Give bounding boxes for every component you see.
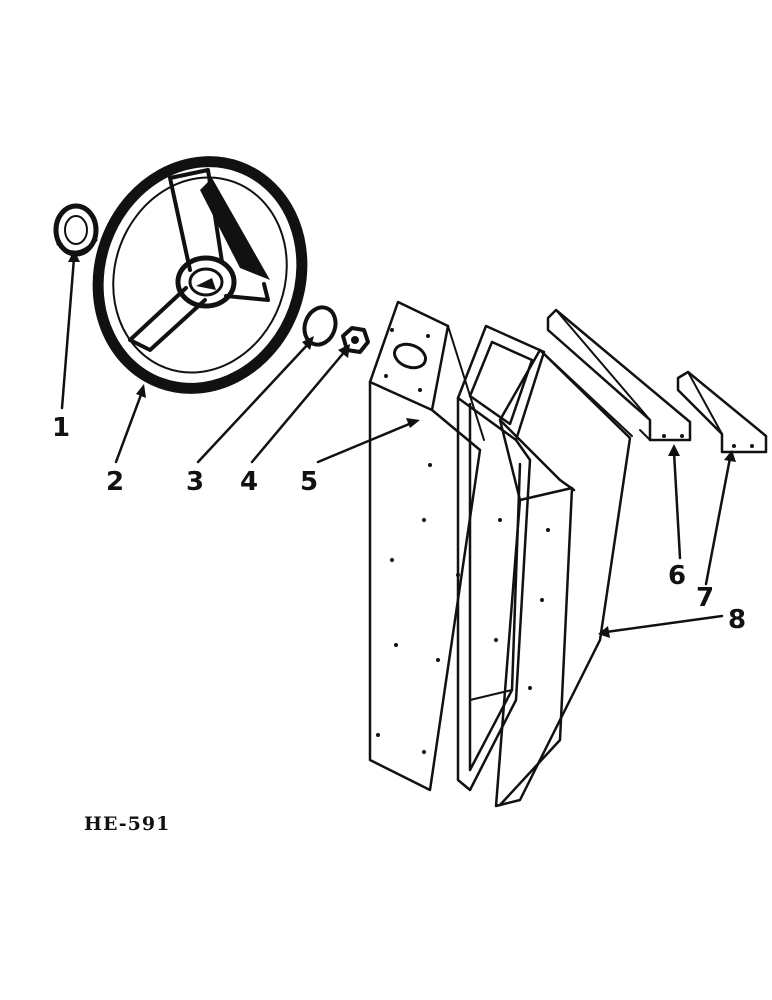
leader-lines	[60, 250, 736, 638]
column-frame	[456, 324, 546, 792]
retaining-ring	[302, 305, 338, 347]
steering-wheel	[92, 156, 308, 394]
callout-3: 3	[186, 467, 204, 497]
mounting-bracket-left	[546, 308, 692, 442]
horn-cap	[53, 203, 99, 257]
callout-6: 6	[668, 561, 686, 591]
column-panel-rear	[494, 348, 633, 808]
callout-2: 2	[106, 467, 124, 497]
callout-7: 7	[696, 583, 714, 613]
callout-8: 8	[728, 605, 746, 635]
callout-1: 1	[52, 413, 70, 443]
column-panel-front	[368, 300, 485, 792]
callout-5: 5	[300, 467, 318, 497]
mounting-bracket-right	[676, 370, 768, 454]
figure-code: HE-591	[84, 813, 170, 835]
callout-4: 4	[240, 467, 258, 497]
